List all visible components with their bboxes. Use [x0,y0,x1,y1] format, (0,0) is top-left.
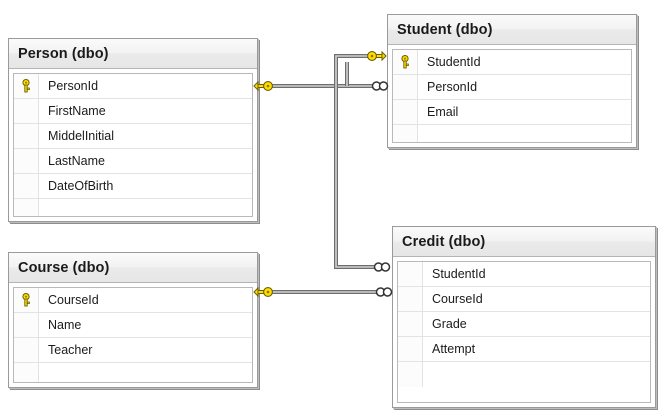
column-name: LastName [48,154,105,168]
table-person[interactable]: Person (dbo) PersonId FirstName [8,38,258,222]
table-person-title: Person (dbo) [9,39,257,69]
column-name: PersonId [48,79,99,93]
column-name: CourseId [48,293,99,307]
table-row[interactable]: LastName [14,149,252,174]
table-row[interactable]: PersonId [393,75,631,100]
column-name: Attempt [432,342,476,356]
primary-key-cell [393,50,418,74]
primary-key-cell [398,262,423,286]
table-credit[interactable]: Credit (dbo) StudentId CourseId Grade At… [392,226,656,408]
table-credit-columns: StudentId CourseId Grade Attempt [397,261,651,403]
table-row[interactable]: Teacher [14,338,252,363]
column-name: Grade [432,317,467,331]
primary-key-cell [14,149,39,173]
primary-key-cell [14,124,39,148]
table-row-empty[interactable] [398,362,650,387]
table-row[interactable]: DateOfBirth [14,174,252,199]
table-row[interactable]: Email [393,100,631,125]
table-row-empty[interactable] [14,199,252,216]
primary-key-cell [398,362,423,387]
infinity-icon-credit-studentid [373,262,391,272]
column-name: StudentId [427,55,481,69]
key-icon-student-studentid [367,50,387,62]
table-row-empty[interactable] [393,125,631,142]
key-icon [22,293,30,307]
key-icon-person-personid [253,80,273,92]
column-name: PersonId [427,80,478,94]
primary-key-cell [393,125,418,142]
key-icon [401,55,409,69]
key-icon [22,79,30,93]
table-person-columns: PersonId FirstName MiddelInitial LastNam… [13,73,253,217]
primary-key-cell [14,288,39,312]
table-row[interactable]: StudentId [393,50,631,75]
primary-key-cell [14,199,39,216]
column-name: DateOfBirth [48,179,114,193]
table-row[interactable]: StudentId [398,262,650,287]
column-name: Teacher [48,343,93,357]
primary-key-cell [398,287,423,311]
table-student[interactable]: Student (dbo) StudentId PersonId [387,14,637,148]
table-student-title: Student (dbo) [388,15,636,45]
table-row[interactable]: MiddelInitial [14,124,252,149]
table-student-columns: StudentId PersonId Email [392,49,632,143]
primary-key-cell [14,99,39,123]
table-credit-title: Credit (dbo) [393,227,655,257]
table-course[interactable]: Course (dbo) CourseId Name [8,252,258,388]
primary-key-cell [398,337,423,361]
table-row[interactable]: Attempt [398,337,650,362]
primary-key-cell [393,100,418,124]
column-name: FirstName [48,104,106,118]
table-row-empty[interactable] [14,363,252,382]
column-name: Name [48,318,82,332]
infinity-icon-credit-courseid [375,287,393,297]
column-name: MiddelInitial [48,129,115,143]
column-name: StudentId [432,267,486,281]
primary-key-cell [14,174,39,198]
primary-key-cell [393,75,418,99]
key-icon-course-courseid [253,286,273,298]
primary-key-cell [14,338,39,362]
table-row[interactable]: CourseId [14,288,252,313]
table-row[interactable]: CourseId [398,287,650,312]
primary-key-cell [14,74,39,98]
table-row[interactable]: Grade [398,312,650,337]
column-name: CourseId [432,292,483,306]
table-course-title: Course (dbo) [9,253,257,283]
infinity-icon-student-personid [371,81,389,91]
column-name: Email [427,105,459,119]
table-row[interactable]: FirstName [14,99,252,124]
primary-key-cell [14,363,39,382]
primary-key-cell [14,313,39,337]
primary-key-cell [398,312,423,336]
table-row[interactable]: Name [14,313,252,338]
table-course-columns: CourseId Name Teacher [13,287,253,383]
relationship-student-credit[interactable] [334,54,374,269]
table-row[interactable]: PersonId [14,74,252,99]
